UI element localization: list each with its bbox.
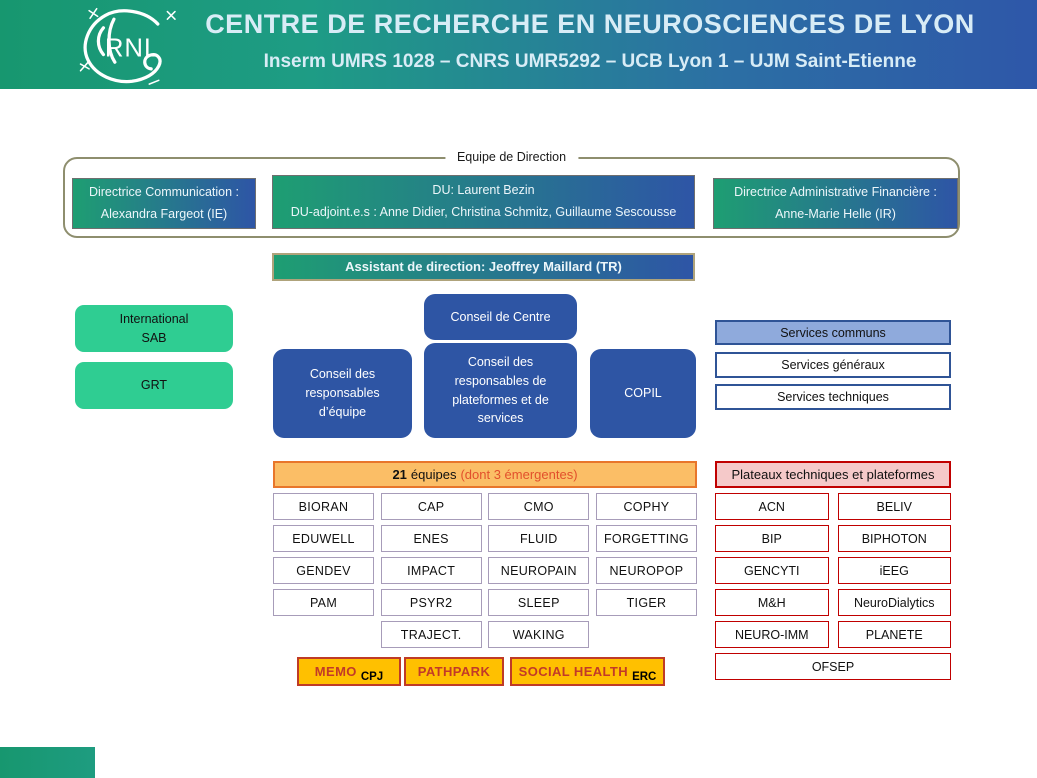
special-team-name: SOCIAL HEALTH bbox=[518, 664, 629, 679]
platform-cell: PLANETE bbox=[837, 621, 951, 648]
logo-text: RNL bbox=[105, 34, 159, 62]
special-team-tag: CPJ bbox=[360, 670, 384, 683]
team-cell: PAM bbox=[273, 589, 374, 616]
team-cell: ENES bbox=[380, 525, 482, 552]
international-line: International bbox=[119, 311, 189, 326]
finance-box: Directrice Administrative Financière : A… bbox=[713, 178, 958, 229]
platform-cell: BIP bbox=[715, 525, 829, 552]
platform-cell: GENCYTI bbox=[715, 557, 829, 584]
platform-cell-ofsep: OFSEP bbox=[715, 653, 951, 680]
team-cell: NEUROPOP bbox=[595, 557, 697, 584]
team-cell: CAP bbox=[380, 493, 482, 520]
platform-cell: M&H bbox=[715, 589, 829, 616]
assistant-box: Assistant de direction: Jeoffrey Maillar… bbox=[272, 253, 695, 281]
teams-label: équipes bbox=[410, 467, 457, 482]
du-line: DU: Laurent Bezin bbox=[432, 183, 535, 198]
special-team-social-health: SOCIAL HEALTH ERC bbox=[510, 657, 665, 686]
header-banner: RNL CENTRE DE RECHERCHE EN NEUROSCIENCES… bbox=[0, 0, 1037, 89]
team-cell: SLEEP bbox=[488, 589, 590, 616]
services-generaux-box: Services généraux bbox=[715, 352, 951, 378]
platform-cell: ACN bbox=[715, 493, 829, 520]
communication-name: Alexandra Fargeot (IE) bbox=[100, 206, 228, 221]
team-cell: NEUROPAIN bbox=[488, 557, 590, 584]
grt-box: GRT bbox=[75, 362, 233, 409]
platforms-header: Plateaux techniques et plateformes bbox=[715, 461, 951, 488]
team-cell: TRAJECT. bbox=[380, 621, 482, 648]
assistant-label: Assistant de direction: Jeoffrey Maillar… bbox=[345, 259, 622, 275]
team-cell: BIORAN bbox=[273, 493, 374, 520]
conseil-de-centre-box: Conseil de Centre bbox=[424, 294, 577, 340]
copil-box: COPIL bbox=[590, 349, 696, 438]
platforms-grid: ACN BELIV BIP BIPHOTON GENCYTI iEEG M&H … bbox=[715, 493, 951, 680]
direction-legend: Equipe de Direction bbox=[444, 150, 579, 164]
team-cell: WAKING bbox=[488, 621, 590, 648]
teams-count: 21 bbox=[392, 467, 407, 482]
special-team-name: PATHPARK bbox=[417, 664, 491, 679]
finance-role: Directrice Administrative Financière : bbox=[734, 184, 937, 199]
sab-line: SAB bbox=[141, 330, 167, 345]
services-techniques-box: Services techniques bbox=[715, 384, 951, 410]
page-subtitle: Inserm UMRS 1028 – CNRS UMR5292 – UCB Ly… bbox=[263, 51, 917, 72]
international-sab-box: International SAB bbox=[75, 305, 233, 352]
crnl-logo: RNL bbox=[79, 7, 176, 85]
finance-name: Anne-Marie Helle (IR) bbox=[775, 206, 896, 221]
conseil-responsables-plateformes-box: Conseil des responsables de plateformes … bbox=[424, 343, 577, 438]
team-cell: COPHY bbox=[595, 493, 697, 520]
platform-cell: iEEG bbox=[837, 557, 951, 584]
team-cell: GENDEV bbox=[273, 557, 374, 584]
team-cell: TIGER bbox=[595, 589, 697, 616]
teams-header: 21 équipes (dont 3 émergentes) bbox=[273, 461, 697, 488]
special-team-name: MEMO bbox=[314, 664, 357, 679]
direction-group: Equipe de Direction bbox=[63, 150, 960, 238]
next-page-banner-edge bbox=[0, 747, 95, 778]
du-adjoints-line: DU-adjoint.e.s : Anne Didier, Christina … bbox=[290, 205, 677, 219]
communication-role: Directrice Communication : bbox=[88, 184, 240, 199]
team-cell: EDUWELL bbox=[273, 525, 374, 552]
page-title: CENTRE DE RECHERCHE EN NEUROSCIENCES DE … bbox=[205, 9, 975, 39]
platform-cell: NEURO-IMM bbox=[715, 621, 829, 648]
teams-grid: BIORAN CAP CMO COPHY EDUWELL ENES FLUID … bbox=[273, 493, 697, 648]
services-communs-header: Services communs bbox=[715, 320, 951, 345]
team-cell: FLUID bbox=[488, 525, 590, 552]
communication-box: Directrice Communication : Alexandra Far… bbox=[72, 178, 256, 229]
conseil-responsables-equipe-box: Conseil des responsables d’équipe bbox=[273, 349, 412, 438]
platform-cell: BIPHOTON bbox=[837, 525, 951, 552]
team-cell: FORGETTING bbox=[595, 525, 697, 552]
team-cell: IMPACT bbox=[380, 557, 482, 584]
special-team-memo: MEMO CPJ bbox=[297, 657, 401, 686]
platform-cell: BELIV bbox=[837, 493, 951, 520]
special-team-tag: ERC bbox=[632, 670, 657, 683]
teams-emergentes-note: (dont 3 émergentes) bbox=[460, 467, 578, 482]
du-box: DU: Laurent Bezin DU-adjoint.e.s : Anne … bbox=[272, 175, 695, 229]
special-team-pathpark: PATHPARK bbox=[404, 657, 504, 686]
team-cell: PSYR2 bbox=[380, 589, 482, 616]
platform-cell: NeuroDialytics bbox=[837, 589, 951, 616]
team-cell: CMO bbox=[488, 493, 590, 520]
